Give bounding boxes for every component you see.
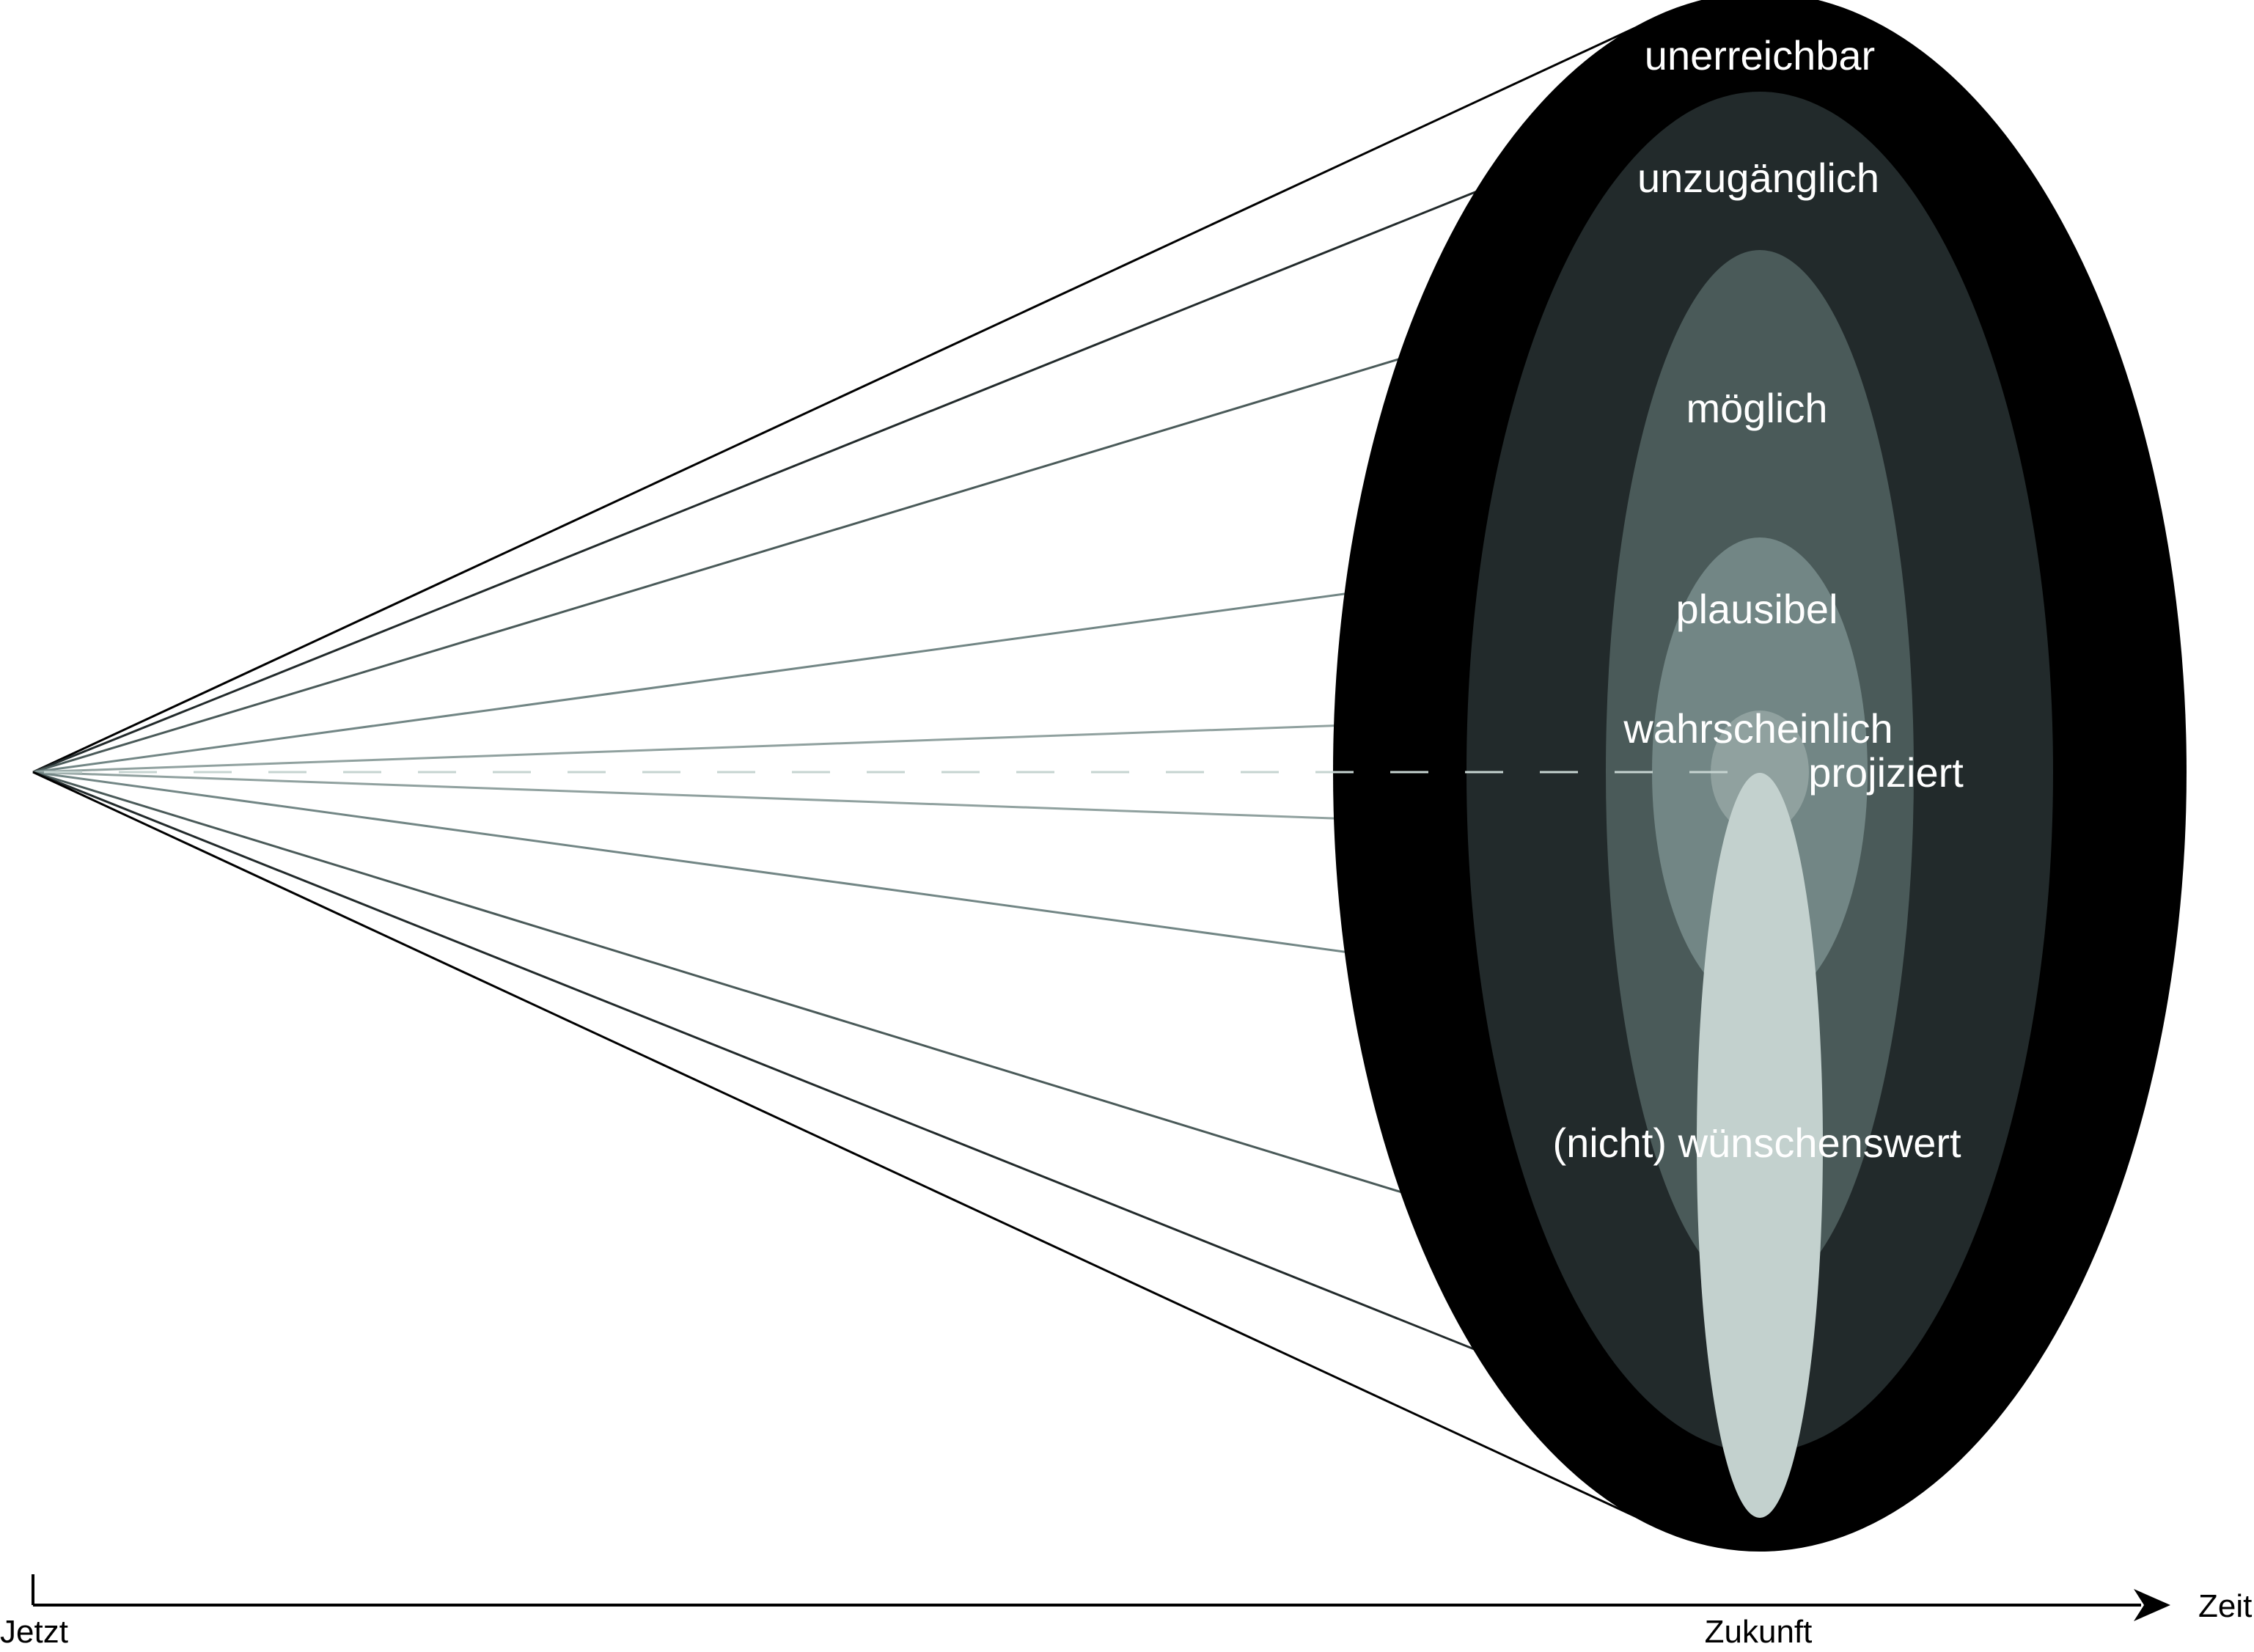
- axis-arrowhead: [2134, 1589, 2170, 1621]
- zone-wuenschenswert: [1697, 773, 1823, 1518]
- label-plausibel: plausibel: [1675, 586, 1838, 632]
- label-projiziert: projiziert: [1808, 749, 1964, 796]
- label-unerreichbar: unerreichbar: [1645, 32, 1875, 78]
- axis-label-jetzt: Jetzt: [0, 1614, 68, 1650]
- time-axis: [32, 1574, 2170, 1621]
- label-wahrscheinlich: wahrscheinlich: [1623, 705, 1893, 752]
- cone-line-unerreichbar-top: [32, 26, 1636, 774]
- axis-label-zeit: Zeit: [2198, 1588, 2252, 1624]
- axis-label-zukunft: Zukunft: [1705, 1614, 1813, 1650]
- cone-lines: [32, 26, 1761, 1518]
- label-unzugaenglich: unzugänglich: [1637, 155, 1879, 201]
- label-moeglich: möglich: [1686, 385, 1828, 431]
- cone-line-unzugaenglich-bottom: [32, 771, 1713, 1446]
- label-wuenschenswert: (nicht) wünschenswert: [1552, 1120, 1961, 1166]
- cone-line-unerreichbar-bottom: [32, 771, 1636, 1518]
- cone-line-unzugaenglich-top: [32, 95, 1713, 774]
